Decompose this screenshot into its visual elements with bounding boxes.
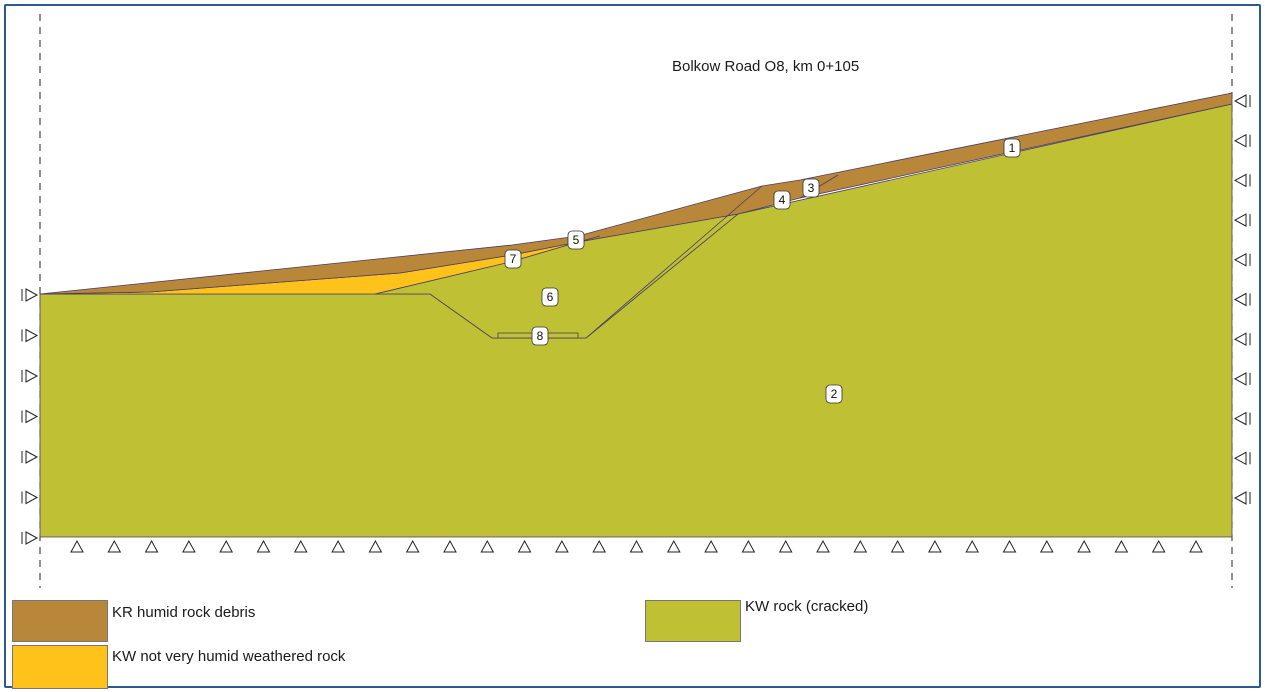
excavation-line: [585, 185, 763, 339]
legend-swatch-rock: [645, 600, 741, 642]
roller-support-icon: [666, 539, 681, 553]
roller-support-icon: [368, 539, 383, 553]
roller-support-icon: [21, 288, 39, 302]
roller-support-icon: [1233, 213, 1251, 227]
svg-text:3: 3: [808, 181, 815, 195]
roller-support-icon: [293, 539, 308, 553]
roller-support-icon: [1233, 332, 1251, 347]
left-support-column: [21, 288, 39, 545]
region-label-4: 4: [773, 190, 791, 210]
roller-support-icon: [405, 539, 420, 553]
svg-text:4: 4: [779, 193, 786, 207]
roller-support-icon: [741, 539, 756, 553]
diagram-title: Bolkow Road O8, km 0+105: [672, 58, 860, 75]
roller-support-icon: [1233, 133, 1251, 148]
svg-text:1: 1: [1009, 141, 1016, 155]
roller-support-icon: [21, 369, 39, 383]
region-label-6: 6: [541, 287, 559, 307]
roller-support-icon: [21, 490, 39, 505]
roller-support-icon: [70, 539, 84, 553]
roller-support-icon: [1233, 252, 1251, 267]
roller-support-icon: [778, 539, 793, 553]
roller-support-icon: [1233, 94, 1251, 108]
roller-support-icon: [219, 539, 234, 553]
roller-support-icon: [331, 539, 345, 553]
roller-support-icon: [1233, 292, 1251, 307]
legend-swatch-debris: [12, 600, 108, 642]
legend-label-weathered: KW not very humid weathered rock: [112, 648, 346, 665]
roller-support-icon: [1039, 539, 1054, 553]
region-label-2: 2: [825, 384, 843, 404]
roller-support-icon: [890, 539, 905, 553]
roller-support-icon: [928, 539, 942, 553]
roller-support-icon: [555, 539, 569, 553]
roller-support-icon: [1151, 539, 1166, 553]
legend-label-debris: KR humid rock debris: [112, 604, 256, 621]
roller-support-icon: [21, 450, 39, 464]
region-label-1: 1: [1003, 138, 1021, 158]
roller-support-icon: [21, 328, 39, 343]
region-label-3: 3: [802, 178, 820, 198]
roller-support-icon: [853, 539, 868, 553]
roller-support-icon: [816, 539, 830, 553]
roller-support-icon: [1114, 539, 1129, 553]
roller-support-icon: [1233, 491, 1251, 505]
roller-support-icon: [517, 539, 532, 553]
region-label-5: 5: [567, 230, 585, 250]
roller-support-icon: [144, 539, 159, 553]
region-rock-main: [39, 103, 1233, 538]
svg-text:6: 6: [547, 290, 554, 304]
svg-text:7: 7: [510, 252, 517, 266]
roller-support-icon: [592, 539, 607, 553]
roller-support-icon: [480, 539, 495, 553]
legend-label-rock: KW rock (cracked): [745, 598, 869, 615]
region-label-7: 7: [504, 249, 522, 269]
svg-text:8: 8: [537, 329, 544, 343]
bottom-support-row: [70, 539, 1203, 553]
roller-support-icon: [1233, 372, 1251, 386]
roller-support-icon: [1233, 451, 1251, 466]
svg-text:5: 5: [573, 233, 580, 247]
roller-support-icon: [1233, 411, 1251, 426]
roller-support-icon: [965, 539, 980, 553]
legend-swatch-weathered: [12, 645, 108, 689]
roller-support-icon: [182, 539, 196, 553]
roller-support-icon: [629, 539, 644, 553]
right-support-column: [1233, 94, 1251, 505]
roller-support-icon: [1002, 539, 1017, 553]
roller-support-icon: [1189, 539, 1203, 553]
region-label-8: 8: [531, 326, 549, 346]
roller-support-icon: [1233, 173, 1251, 188]
roller-support-icon: [256, 539, 271, 553]
roller-support-icon: [21, 409, 39, 424]
roller-support-icon: [443, 539, 457, 553]
roller-support-icon: [704, 539, 718, 553]
roller-support-icon: [1077, 539, 1091, 553]
roller-support-icon: [21, 531, 39, 545]
roller-support-icon: [107, 539, 122, 553]
svg-text:2: 2: [831, 387, 838, 401]
